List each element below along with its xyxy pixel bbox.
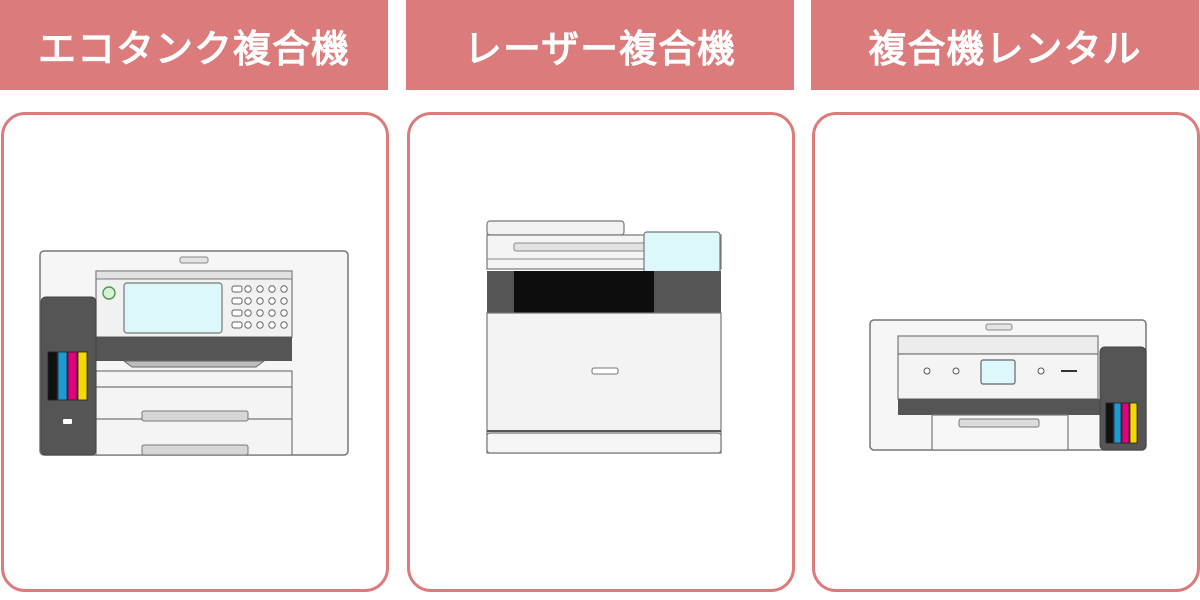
category-column-rental: 複合機レンタル (811, 0, 1200, 600)
compact-printer-icon (869, 319, 1147, 451)
category-card[interactable] (407, 112, 795, 592)
category-header: 複合機レンタル (811, 0, 1199, 90)
category-header: エコタンク複合機 (0, 0, 388, 90)
category-header: レーザー複合機 (406, 0, 794, 90)
category-column-laser: レーザー複合機 (406, 0, 795, 600)
category-title: レーザー複合機 (463, 26, 737, 71)
category-title: 複合機レンタル (868, 26, 1142, 71)
category-card[interactable] (1, 112, 389, 592)
ecotank-printer-icon (39, 250, 349, 456)
category-column-ecotank: エコタンク複合機 (0, 0, 389, 600)
category-title: エコタンク複合機 (37, 26, 350, 71)
laser-printer-icon (486, 220, 722, 454)
category-card[interactable] (812, 112, 1200, 592)
